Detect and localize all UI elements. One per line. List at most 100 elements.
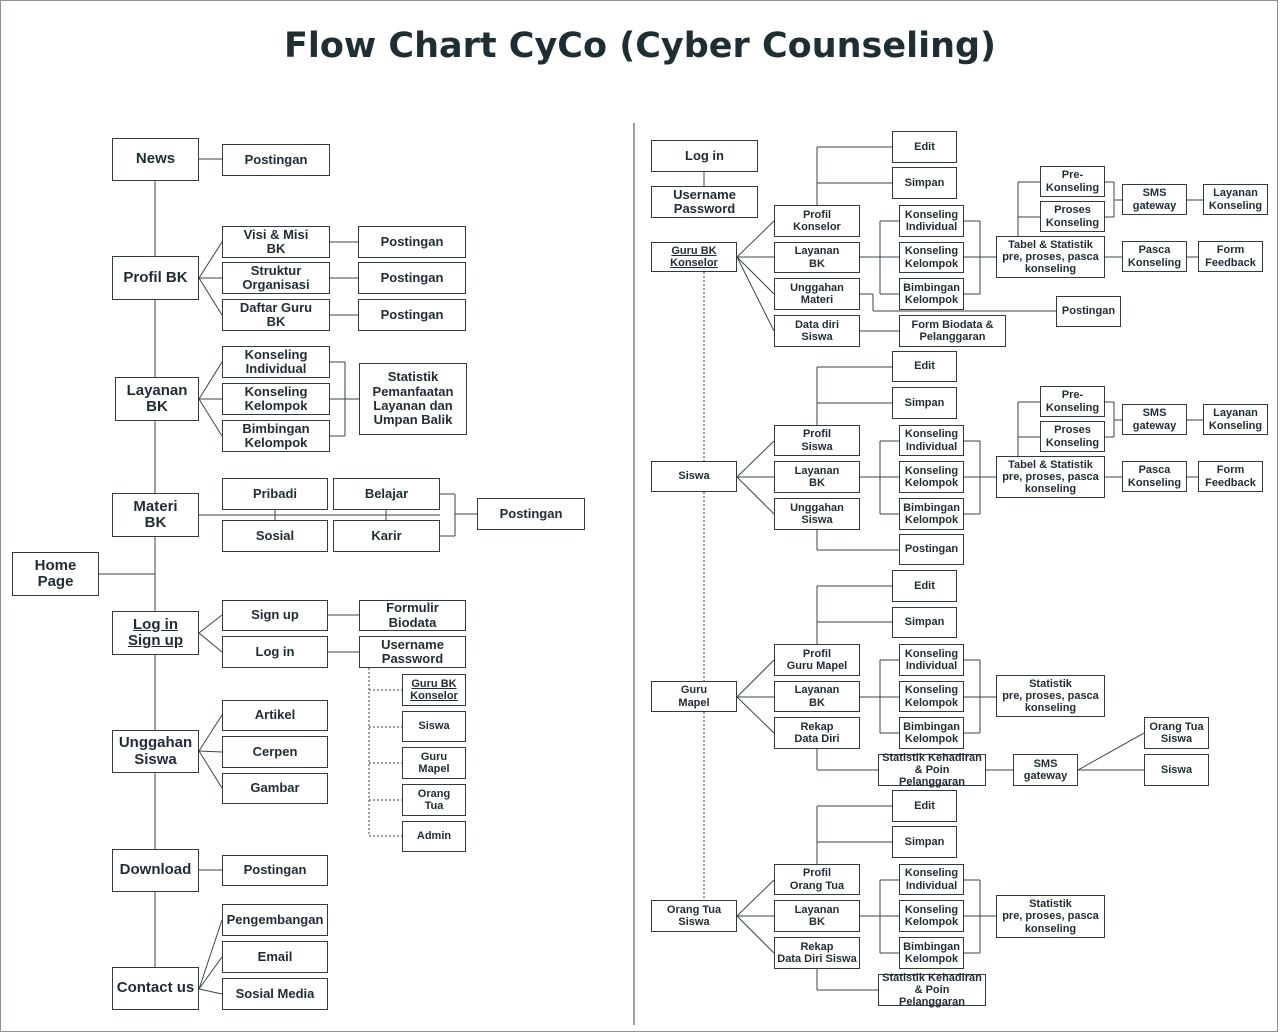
node-pengembangan: Pengembangan [222,904,328,936]
node-g3-siswa: Siswa [1144,754,1209,786]
connector [736,476,775,515]
node-g2-layanan-konseling: Layanan Konseling [1203,404,1268,435]
node-g2-konseling-individual: Konseling Individual [899,425,964,456]
node-sosial: Sosial [222,520,328,552]
node-unggahan-siswa: Unggahan Siswa [112,730,199,773]
connector [736,915,775,954]
node-g3-konseling-individual: Konseling Individual [899,644,964,676]
node-contact-us: Contact us [112,967,199,1010]
node-role-admin: Admin [402,821,466,852]
node-g1-bimbingan: Bimbingan Kelompok [899,278,964,310]
node-g1-profil: Profil Konselor [774,205,860,237]
node-news: News [112,138,199,181]
node-email: Email [222,941,328,973]
node-g2-sms: SMS gateway [1122,404,1187,435]
node-role-siswa: Siswa [402,711,466,742]
node-g1-tabel-statistik: Tabel & Statistik pre, proses, pasca kon… [996,236,1105,278]
node-g2-konseling-kelompok: Konseling Kelompok [899,461,964,493]
node-struktur: Struktur Organisasi [222,262,330,294]
connector [198,614,223,634]
connector [736,879,775,917]
node-g1-konseling-kelompok: Konseling Kelompok [899,242,964,273]
node-g1-simpan: Simpan [892,167,957,199]
connector [198,919,223,990]
connector [736,440,775,478]
connector [1077,732,1145,771]
node-g2-layanan: Layanan BK [774,461,860,493]
connector [736,220,775,258]
node-visi-misi: Visi & Misi BK [222,226,330,258]
connector [736,256,775,295]
node-g1-layanan: Layanan BK [774,242,860,273]
node-bimbingan-kelompok: Bimbingan Kelompok [222,420,330,452]
node-g2-pre: Pre- Konseling [1040,386,1105,417]
connector [198,956,223,990]
node-g2-edit: Edit [892,351,957,382]
node-struktur-postingan: Postingan [358,262,466,294]
node-g1-data-diri: Data diri Siswa [774,315,860,347]
node-g4-layanan: Layanan BK [774,900,860,932]
node-materi-bk: Materi BK [112,493,199,537]
node-role-guru-mapel: Guru Mapel [402,747,466,779]
node-home-page: Home Page [12,552,99,596]
node-statistik-pemanfaatan: Statistik Pemanfaatan Layanan dan Umpan … [359,363,467,435]
connector [736,659,775,698]
node-g4-konseling-kelompok: Konseling Kelompok [899,900,964,932]
node-g2-profil: Profil Siswa [774,425,860,456]
node-r-orang-tua-siswa: Orang Tua Siswa [651,900,737,932]
node-g1-edit: Edit [892,131,957,163]
node-g2-proses: Proses Konseling [1040,421,1105,452]
node-daftar-postingan: Postingan [358,299,466,331]
node-r-guru-bk: Guru BK Konselor [651,242,737,272]
node-g1-feedback: Form Feedback [1198,241,1263,272]
node-role-guru-bk: Guru BK Konselor [402,674,466,706]
node-g4-konseling-individual: Konseling Individual [899,864,964,895]
node-g1-form-biodata: Form Biodata & Pelanggaran [899,315,1006,347]
node-r-username-password: Username Password [651,186,758,218]
node-g4-rekap: Rekap Data Diri Siswa [774,937,860,969]
node-g3-simpan: Simpan [892,607,957,638]
node-cerpen: Cerpen [222,736,328,768]
node-login-signup: Log in Sign up [112,611,199,655]
node-g3-statistik-kehadiran: Statistik Kehadiran & Poin Pelanggaran [878,752,986,788]
node-g2-simpan: Simpan [892,387,957,419]
node-g3-edit: Edit [892,570,957,602]
node-g4-statistik-kehadiran: Statistik Kehadiran & Poin Pelanggaran [878,972,986,1008]
node-g4-statistik: Statistik pre, proses, pasca konseling [996,895,1105,938]
node-gambar: Gambar [222,773,328,804]
connector [198,714,223,752]
connector [198,750,223,753]
node-visi-postingan: Postingan [358,226,466,258]
node-pribadi: Pribadi [222,478,328,510]
node-g3-orang-tua-siswa: Orang Tua Siswa [1144,717,1209,749]
node-materi-postingan: Postingan [477,498,585,530]
node-g1-layanan-konseling: Layanan Konseling [1203,184,1268,215]
node-g2-pasca: Pasca Konseling [1122,461,1187,492]
node-r-log-in: Log in [651,140,758,172]
node-profil-bk: Profil BK [112,256,199,300]
node-g3-bimbingan: Bimbingan Kelompok [899,717,964,749]
node-g3-konseling-kelompok: Konseling Kelompok [899,681,964,712]
node-g4-bimbingan: Bimbingan Kelompok [899,937,964,969]
connector [198,988,223,995]
node-karir: Karir [333,520,440,552]
node-g1-pre: Pre- Konseling [1040,166,1105,197]
node-daftar-guru: Daftar Guru BK [222,299,330,331]
node-sosial-media: Sosial Media [222,978,328,1010]
node-g2-tabel-statistik: Tabel & Statistik pre, proses, pasca kon… [996,456,1105,498]
node-g3-rekap: Rekap Data Diri [774,717,860,749]
connector [198,361,223,400]
node-g3-statistik: Statistik pre, proses, pasca konseling [996,675,1105,717]
node-g2-feedback: Form Feedback [1198,461,1263,492]
node-g1-sms: SMS gateway [1122,184,1187,215]
node-g1-pasca: Pasca Konseling [1122,241,1187,272]
node-download: Download [112,849,199,892]
node-g4-simpan: Simpan [892,826,957,858]
node-layanan-bk: Layanan BK [115,377,199,421]
node-r-guru-mapel: Guru Mapel [651,681,737,712]
node-r-siswa: Siswa [651,461,737,492]
node-g1-unggahan: Unggahan Materi [774,278,860,310]
connector [736,256,775,332]
connector [198,277,223,316]
